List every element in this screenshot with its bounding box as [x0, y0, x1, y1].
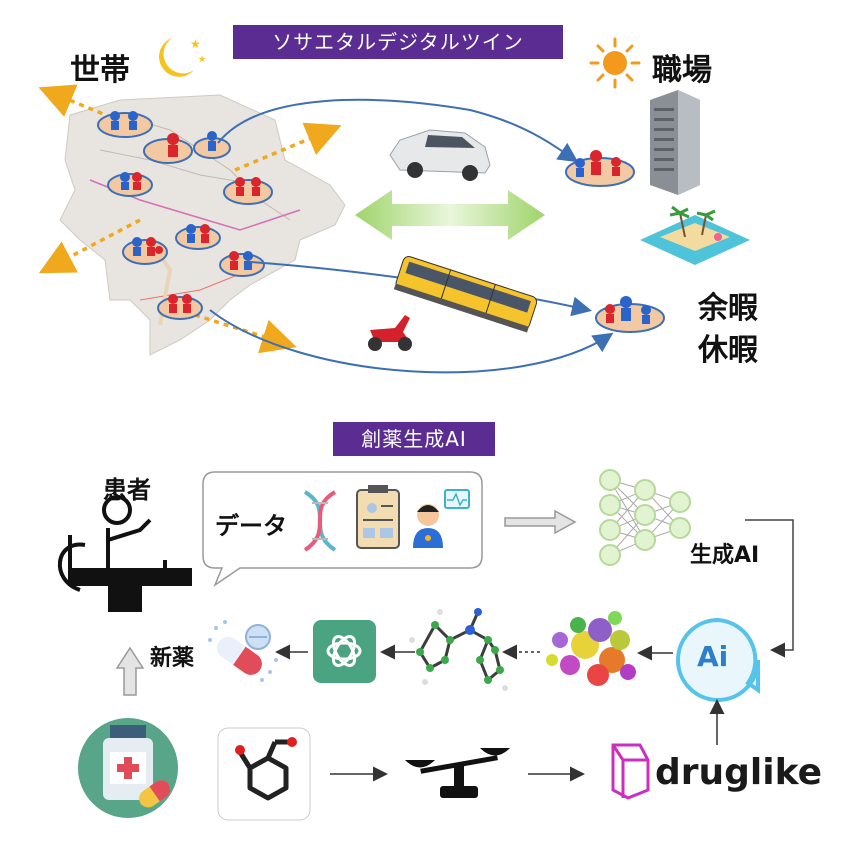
ai-badge-label: Ai [697, 640, 729, 673]
sun-icon [588, 36, 642, 90]
drug-discovery-ai-title: 創薬生成AI [333, 422, 495, 456]
neural-network-icon [599, 469, 691, 566]
household-label: 世帯 [70, 53, 130, 88]
leisure-group [595, 296, 665, 333]
new-drug-label: 新薬 [150, 646, 195, 671]
medicine-bottle-icon [78, 718, 178, 818]
car-illustration [389, 129, 491, 181]
generative-ai-label: 生成AI [690, 543, 760, 568]
beach-island-illustration [640, 205, 750, 265]
workplace-group [565, 150, 635, 187]
digital-twin-illustration [38, 84, 750, 374]
patient-icon [57, 495, 192, 612]
office-building-illustration [650, 90, 700, 195]
leisure-label: 余暇 [698, 291, 758, 326]
scooter-illustration [368, 315, 412, 351]
druglike-logo-icon [611, 743, 650, 800]
vacation-label: 休暇 [698, 333, 758, 368]
household-groups [97, 111, 273, 320]
balance-scale-icon [405, 748, 510, 798]
doctor-icon [413, 489, 470, 548]
pills-icon [208, 620, 278, 682]
workplace-label: 職場 [652, 53, 712, 88]
patient-label: 患者 [103, 476, 151, 504]
druglike-label: druglike [655, 752, 822, 793]
svg-text:★: ★ [198, 55, 206, 65]
moon-icon: ★ ★ [150, 32, 210, 82]
openai-logo-icon [313, 620, 376, 683]
data-label: データ [215, 512, 287, 540]
chemical-structure-icon [217, 727, 311, 821]
societal-digital-twin-title: ソサエタルデジタルツイン [233, 25, 563, 59]
molecule-structure-icon [409, 608, 508, 691]
dna-icon [303, 490, 337, 552]
svg-text:★: ★ [190, 37, 201, 51]
tram-illustration [393, 256, 538, 333]
clipboard-icon [356, 485, 400, 549]
molecule-cluster-icon [546, 611, 636, 686]
